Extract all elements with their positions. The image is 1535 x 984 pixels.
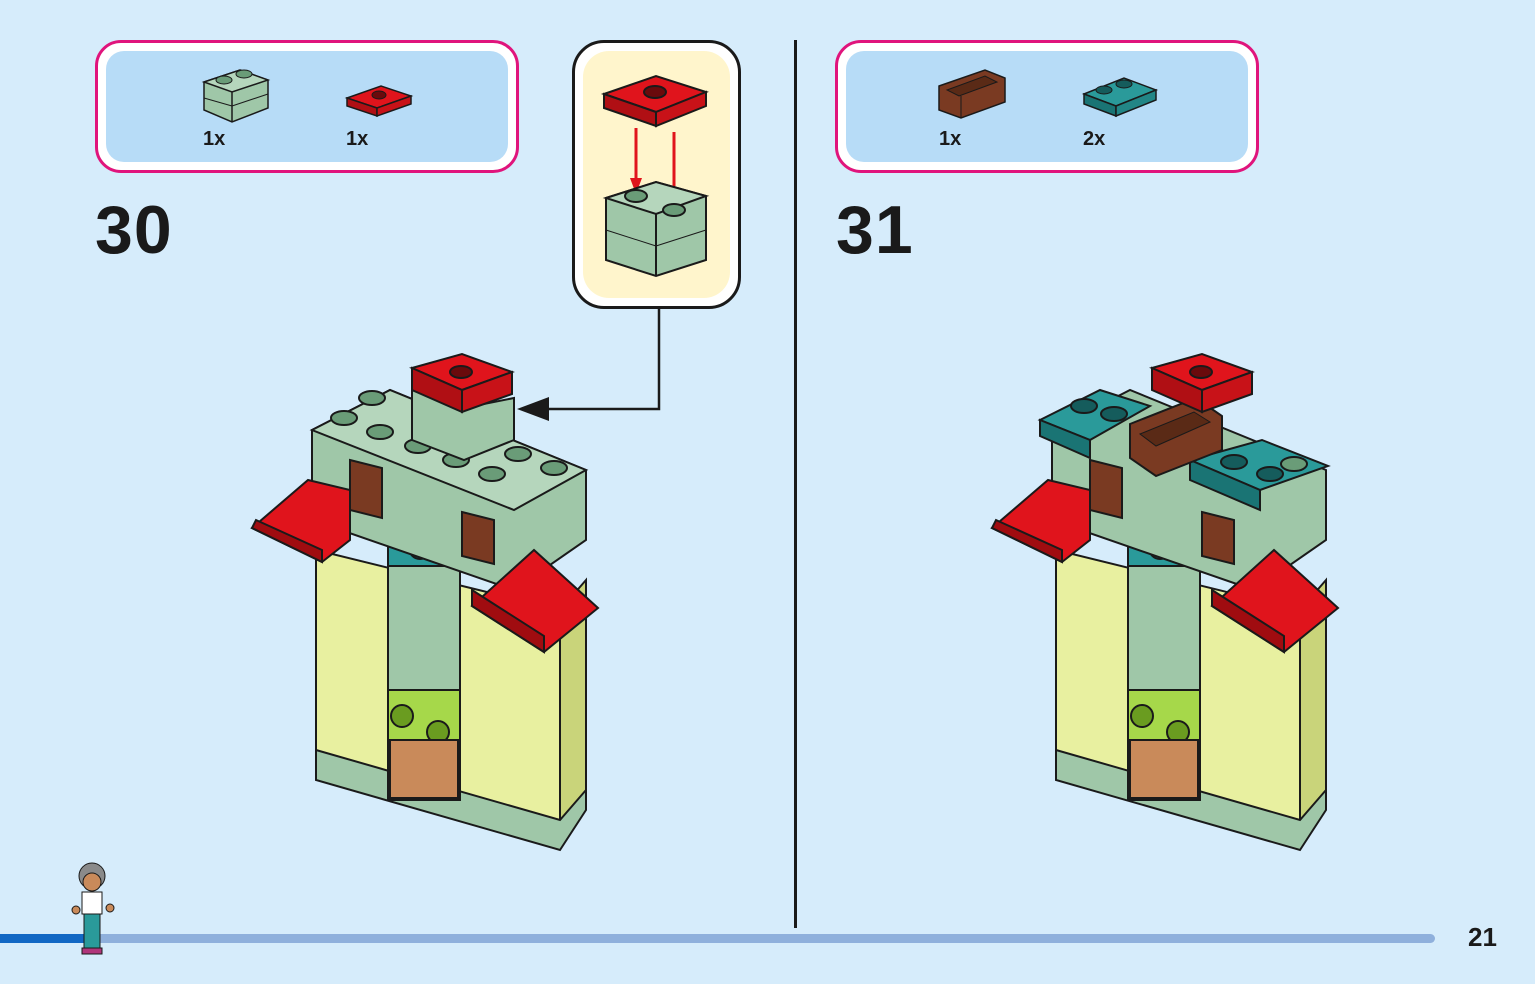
step-divider (794, 40, 797, 928)
progress-track (0, 934, 1435, 943)
step-30-model (250, 352, 600, 852)
minifigure-icon (71, 862, 115, 955)
brown-bracket-icon (938, 69, 1006, 119)
red-plate-icon (344, 85, 414, 118)
step-30-parts-box (95, 40, 519, 173)
teal-plate-icon (1081, 77, 1159, 118)
masonry-brick-icon (201, 69, 271, 123)
page-number: 21 (1468, 922, 1497, 952)
step-31-part-1-qty: 1x (939, 128, 962, 150)
step-number-30: 30 (95, 192, 173, 268)
step-number-31: 31 (836, 192, 914, 268)
step-30-part-1-qty: 1x (203, 128, 226, 150)
step-31-parts-box (835, 40, 1259, 173)
callout-illustration (600, 74, 710, 278)
step-31-model (990, 352, 1340, 852)
callout-pointer-line (517, 309, 661, 421)
step-30-part-2-qty: 1x (346, 128, 369, 150)
step-31-part-2-qty: 2x (1083, 128, 1106, 150)
progress-fill (0, 934, 87, 943)
